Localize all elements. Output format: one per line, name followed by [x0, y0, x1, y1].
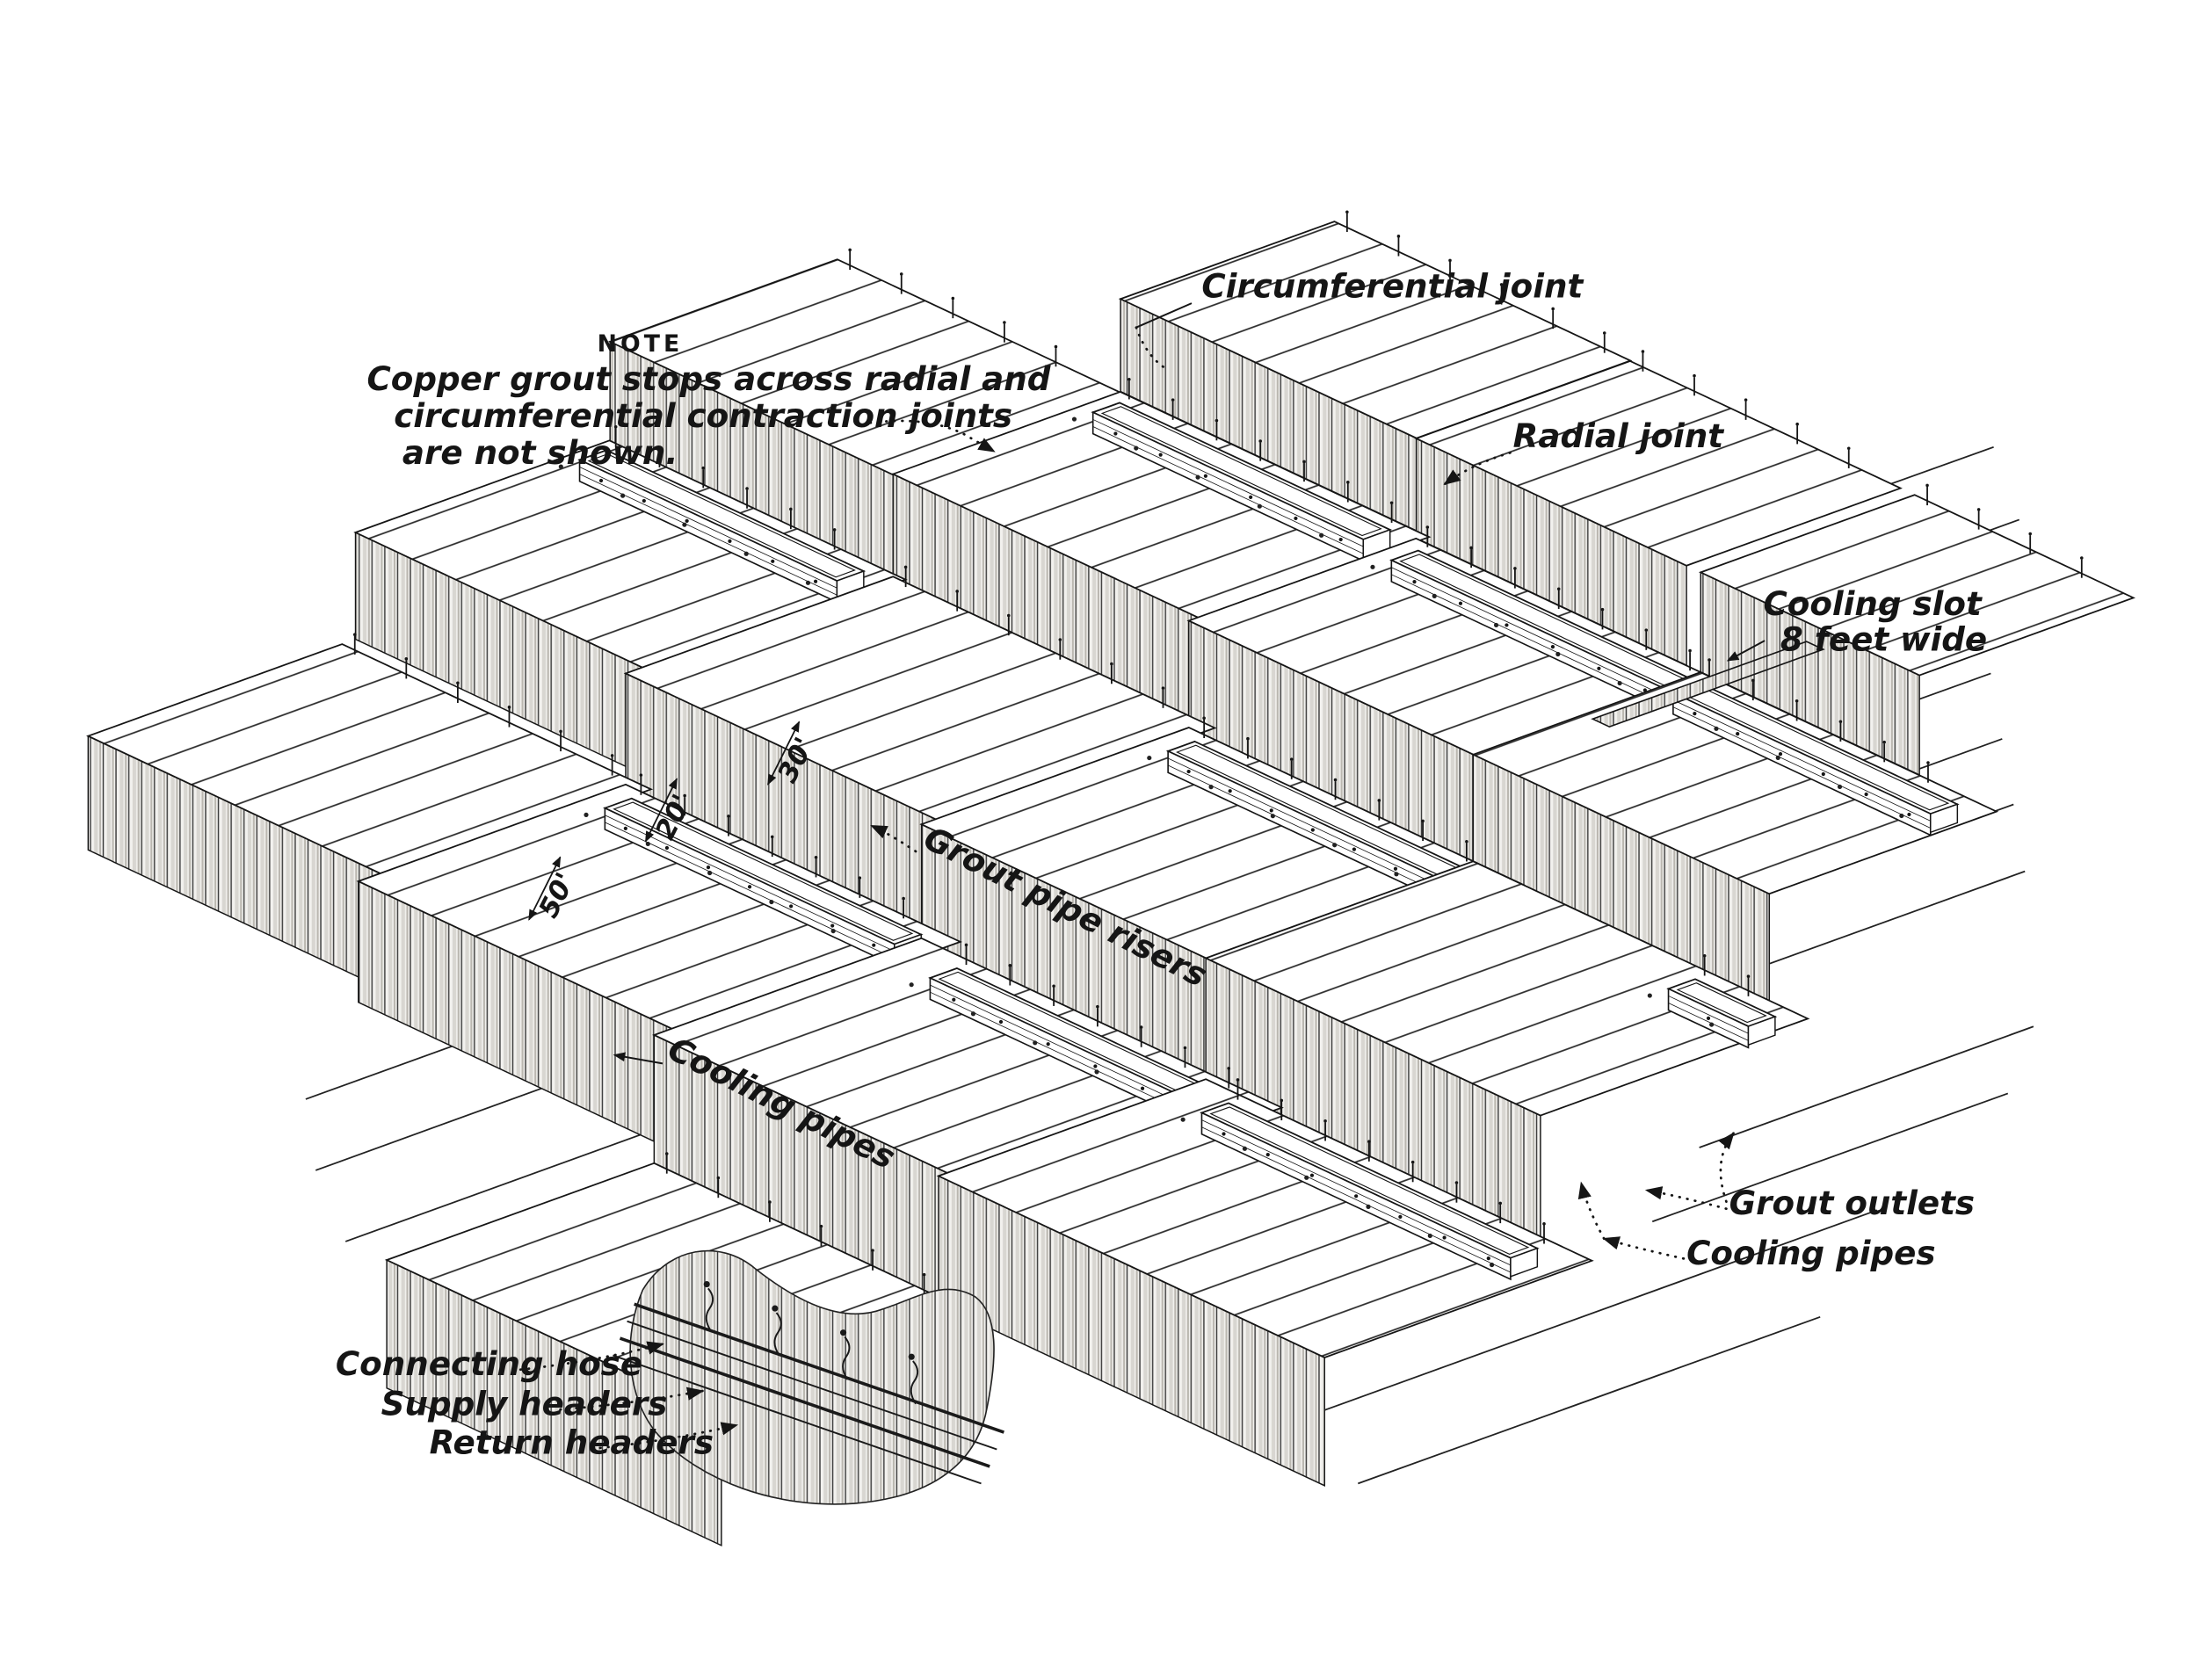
- leader-radial-joint: [1443, 451, 1512, 486]
- label-cooling-pipes-right: Cooling pipes: [1686, 1234, 1935, 1272]
- label-connecting-hose: Connecting hose: [336, 1344, 642, 1383]
- label-radial-joint: Radial joint: [1513, 416, 1725, 455]
- supply-return-headers: [613, 1302, 1004, 1485]
- grout-pipe-risers-ticks: [1925, 483, 2084, 578]
- grout-slot-form: [577, 449, 866, 604]
- grout-pipe-risers-ticks: [1236, 1078, 1546, 1244]
- label-circumferential-joint: Circumferential joint: [1201, 267, 1584, 306]
- grout-outlet-dots: [1180, 1117, 1495, 1268]
- leader-grout-pipe-risers: [870, 824, 917, 853]
- dimension-arrow-3: [766, 721, 801, 786]
- leader-lines: [518, 302, 1766, 1450]
- label-cooling-slot-line1: Cooling slot: [1763, 584, 1982, 623]
- concrete-block-Z4: [86, 633, 654, 996]
- block-field: [86, 210, 2135, 1547]
- leader-circumferential-joint-dots: [1135, 326, 1168, 371]
- concrete-block-C2: [1471, 658, 1999, 1002]
- grout-pipe-risers-ticks: [964, 943, 1231, 1089]
- grout-outlet-dots: [558, 464, 811, 585]
- concrete-block-Z3: [353, 425, 908, 780]
- foundation-and-headers: [613, 1249, 1004, 1505]
- grout-pipe-risers-ticks: [639, 773, 905, 919]
- concrete-block-C3: [1203, 860, 1810, 1238]
- grout-pipe-risers-ticks: [1641, 350, 1851, 468]
- concrete-block-A4: [356, 773, 963, 1161]
- leader-cooling-pipes-right-1: [1602, 1236, 1686, 1260]
- grout-outlet-dots: [1370, 564, 1622, 686]
- block-top-face: [356, 783, 963, 1040]
- concrete-block-A3: [623, 565, 1217, 938]
- leader-return-headers: [598, 1422, 739, 1450]
- grout-outlet-dots: [1647, 993, 1715, 1027]
- grout-outlet-dots: [584, 812, 836, 934]
- grout-pipe-risers-ticks: [664, 1152, 926, 1295]
- block-top-face: [1414, 359, 1903, 567]
- grout-pipe-risers-ticks: [1345, 210, 1606, 353]
- grout-pipe-risers-ticks: [1708, 658, 1930, 783]
- grout-pipe-risers-ticks: [848, 248, 1058, 367]
- dimension-arrow-1: [528, 856, 562, 921]
- grout-pipe-risers-ticks: [613, 425, 837, 550]
- leader-grout-outlets-1: [1644, 1186, 1728, 1211]
- grout-pipe-risers-ticks: [1702, 953, 1751, 996]
- concrete-block-C4: [936, 1078, 1594, 1487]
- note-line-1: Copper grout stops across radial and: [366, 359, 1050, 398]
- concrete-block-C1: [1698, 483, 2135, 777]
- label-return-headers: Return headers: [430, 1423, 714, 1461]
- concrete-block-A2: [890, 377, 1432, 723]
- grout-slot-form: [1666, 978, 1778, 1049]
- leader-note: [868, 419, 996, 453]
- rock-foundation-patch: [629, 1249, 995, 1505]
- grout-slot-form: [1200, 1102, 1540, 1281]
- grout-pipe-risers-ticks: [1128, 377, 1394, 523]
- leader-cooling-slot: [1726, 640, 1766, 662]
- block-top-face: [1698, 494, 2135, 677]
- leader-cooling-pipes-right-2: [1577, 1181, 1606, 1241]
- note-line-2: circumferential contraction joints: [394, 396, 1012, 435]
- note-title: NOTE: [598, 330, 684, 358]
- leader-connecting-hose: [518, 1341, 664, 1372]
- leader-cooling-pipes-left: [613, 1052, 663, 1065]
- dimension-arrow-2: [644, 778, 678, 843]
- grout-pipe-risers-ticks: [903, 565, 1165, 708]
- connecting-hoses: [703, 1280, 919, 1405]
- grout-pipe-risers-ticks: [1202, 716, 1468, 862]
- leader-supply-headers: [559, 1387, 705, 1411]
- label-cooling-slot-line2: 8 feet wide: [1780, 619, 1987, 658]
- leader-circumferential-joint: [1135, 302, 1193, 329]
- block-top-face: [1203, 860, 1810, 1117]
- label-grout-outlets: Grout outlets: [1729, 1184, 1975, 1222]
- block-top-face: [890, 390, 1432, 620]
- grout-pipe-risers-ticks: [1425, 525, 1692, 671]
- grout-pipe-risers-ticks: [352, 633, 614, 776]
- label-supply-headers: Supply headers: [381, 1385, 668, 1423]
- grout-slot-form: [1091, 402, 1393, 562]
- grout-outlet-dots: [1147, 755, 1399, 877]
- leader-grout-outlets-2: [1718, 1132, 1735, 1203]
- cooling-slot-gap: [1591, 641, 1825, 728]
- block-top-face: [623, 576, 1217, 826]
- note-line-3: are not shown.: [402, 433, 678, 472]
- grout-outlet-dots: [1071, 416, 1324, 538]
- block-top-face: [1471, 671, 1999, 895]
- block-top-face: [936, 1078, 1594, 1358]
- concrete-block-B1: [1414, 350, 1903, 667]
